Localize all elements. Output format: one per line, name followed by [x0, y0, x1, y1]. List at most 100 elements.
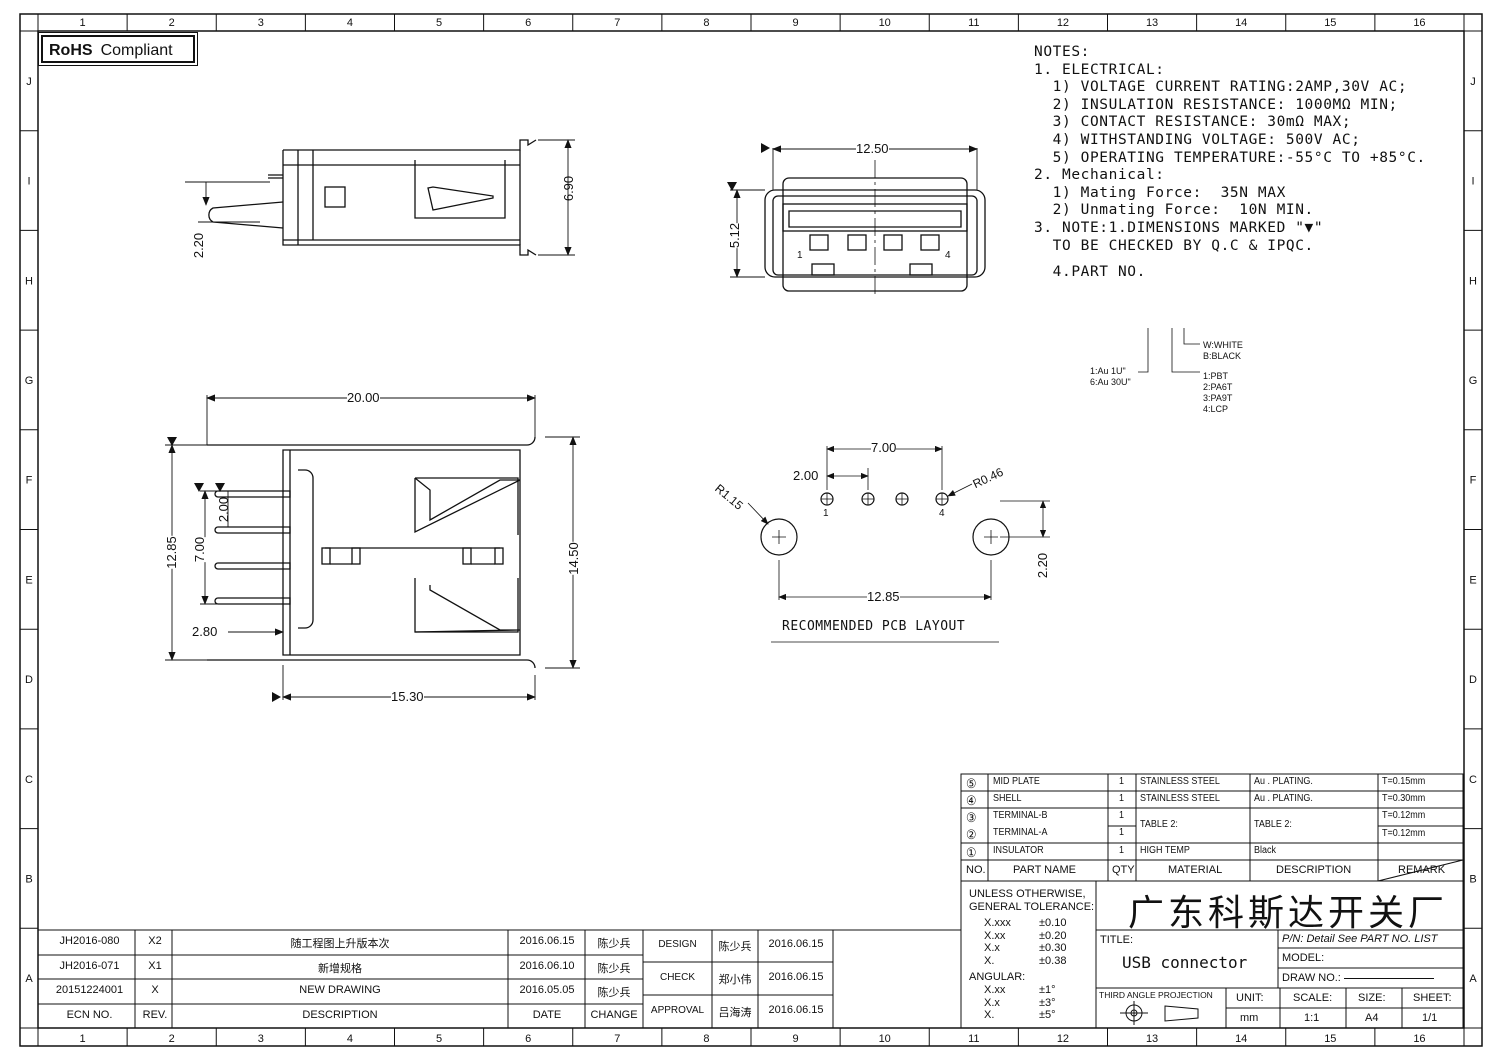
bom-cell-no: ④	[966, 793, 977, 808]
projection-label: THIRD ANGLE PROJECTION	[1099, 990, 1213, 1000]
angular-label: ANGULAR:	[969, 971, 1026, 983]
frame-row-label: H	[25, 275, 33, 287]
revision-cell-desc: 新增规格	[318, 962, 362, 975]
frame-row-label: D	[25, 674, 33, 686]
frame-col-label: 3	[258, 17, 264, 29]
notes-line: 3. NOTE:1.DIMENSIONS MARKED "▼"	[1034, 219, 1324, 236]
approval-name: 郑小伟	[718, 974, 752, 986]
frame-col-label: 5	[436, 17, 442, 29]
bom-cell-no: ⑤	[966, 776, 977, 791]
frame-labels: 1122334455667788991010111112121313141415…	[25, 17, 1478, 1045]
unit-value: mm	[1240, 1012, 1259, 1024]
frame-row-label: G	[1469, 375, 1478, 387]
bom-cell-material: STAINLESS STEEL	[1140, 793, 1220, 804]
notes-line: 2. Mechanical:	[1034, 167, 1165, 184]
bom-cell-remark: T=0.12mm	[1382, 810, 1426, 821]
bom-cell-part: TERMINAL-A	[993, 827, 1048, 838]
revision-header-change: CHANGE	[590, 1009, 638, 1021]
revision-cell-ecn: JH2016-071	[59, 959, 120, 972]
frame-col-label: 14	[1235, 1033, 1247, 1045]
notes-line: 4) WITHSTANDING VOLTAGE: 500V AC;	[1034, 131, 1361, 148]
pcb-layout-title: RECOMMENDED PCB LAYOUT	[782, 619, 966, 634]
revision-cell-change: 陈少兵	[597, 938, 631, 950]
frame-col-label: 12	[1057, 1033, 1069, 1045]
frame-col-label: 8	[703, 17, 709, 29]
sheet-label: SHEET:	[1413, 992, 1452, 1004]
bom-cell-qty: 1	[1119, 810, 1125, 821]
frame-row-label: A	[1469, 973, 1477, 985]
notes-line: NOTES:	[1034, 44, 1090, 60]
revision-cell-date: 2016.06.15	[519, 935, 575, 947]
bom-cell-desc: TABLE 2:	[1254, 819, 1292, 830]
scale-value: 1:1	[1304, 1012, 1320, 1024]
bom-cell-no: ②	[966, 827, 977, 842]
dim-top-extent: 14.50	[565, 542, 581, 575]
frame-row-label: I	[27, 176, 30, 188]
bom-cell-part: INSULATOR	[993, 845, 1044, 856]
notes-line: TO BE CHECKED BY Q.C & IPQC.	[1034, 237, 1314, 254]
title-label: TITLE:	[1100, 934, 1134, 946]
dim-pcb-700: 7.00	[871, 440, 897, 455]
approval-date: 2016.06.15	[768, 971, 824, 983]
bom-header-material: MATERIAL	[1168, 864, 1223, 876]
frame-col-label: 9	[793, 17, 799, 29]
dim-top-pitch2: 2.00	[216, 496, 232, 523]
pcb-pin4: 4	[939, 508, 945, 519]
frame-col-label: 11	[968, 17, 979, 29]
bom-cell-no: ③	[966, 810, 977, 825]
frame-col-label: 6	[525, 1033, 531, 1045]
dim-top-1530: 15.30	[391, 689, 424, 704]
bom-header-part: PART NAME	[1013, 864, 1076, 876]
revision-header-rev: REV.	[142, 1009, 168, 1021]
frame-col-label: 13	[1146, 1033, 1158, 1045]
frame-col-label: 8	[703, 1033, 709, 1045]
scale-label: SCALE:	[1293, 992, 1333, 1004]
bom-cell-material: TABLE 2:	[1140, 819, 1178, 830]
bom-cell-desc: Au . PLATING.	[1254, 776, 1313, 787]
notes-line: 1) VOLTAGE CURRENT RATING:2AMP,30V AC;	[1034, 79, 1408, 96]
top-view	[207, 436, 536, 669]
frame-col-label: 6	[525, 17, 531, 29]
notes-block: NOTES:1. ELECTRICAL: 1) VOLTAGE CURRENT …	[1034, 44, 1426, 282]
approval-role: CHECK	[659, 972, 695, 983]
dim-pcb-1285: 12.85	[867, 589, 900, 604]
frame-col-label: 2	[169, 1033, 175, 1045]
projection-symbol	[1120, 1001, 1199, 1025]
frame-row-label: J	[26, 76, 32, 88]
frame-col-label: 4	[347, 17, 353, 29]
revision-cell-rev: X	[151, 984, 159, 996]
frame-col-label: 11	[968, 1033, 979, 1045]
partno-left: 1:Au 1U"6:Au 30U"	[1090, 366, 1131, 387]
pcb-dims	[747, 445, 1050, 643]
front-pin1: 1	[797, 250, 803, 261]
drawing-title: USB connector	[1122, 953, 1248, 972]
bom-cell-part: MID PLATE	[993, 776, 1040, 787]
size-label: SIZE:	[1358, 992, 1386, 1004]
frame-col-label: 1	[80, 17, 86, 29]
frame-col-label: 7	[614, 17, 620, 29]
approval-name: 吕海涛	[718, 1007, 752, 1019]
dim-top-width: 12.85	[163, 536, 179, 569]
company-name: 广东科斯达开关厂	[1128, 893, 1449, 934]
bom-cell-material: STAINLESS STEEL	[1140, 776, 1220, 787]
front-pin4: 4	[945, 250, 951, 261]
bom-cell-remark: T=0.30mm	[1382, 793, 1426, 804]
dim-top-280: 2.80	[192, 624, 218, 639]
revision-header-desc: DESCRIPTION	[302, 1009, 378, 1021]
frame-row-label: H	[1469, 275, 1477, 287]
dim-front-width: 12.50	[856, 141, 889, 156]
bom-header-qty: QTY	[1112, 864, 1135, 876]
approval-date: 2016.06.15	[768, 1004, 824, 1016]
bom-cell-desc: Au . PLATING.	[1254, 793, 1313, 804]
revision-cell-desc: NEW DRAWING	[299, 984, 381, 996]
notes-line: 4.PART NO.	[1034, 264, 1146, 281]
frame-row-label: E	[1469, 574, 1476, 586]
dim-front-height: 5.12	[727, 222, 743, 249]
notes-line: 3) CONTACT RESISTANCE: 30mΩ MAX;	[1034, 114, 1352, 131]
check-markers	[167, 143, 770, 702]
title-grid	[960, 880, 1464, 1029]
bom-cell-desc: Black	[1254, 845, 1277, 856]
revision-cell-change: 陈少兵	[597, 962, 631, 975]
bom-header-desc: DESCRIPTION	[1276, 864, 1352, 876]
